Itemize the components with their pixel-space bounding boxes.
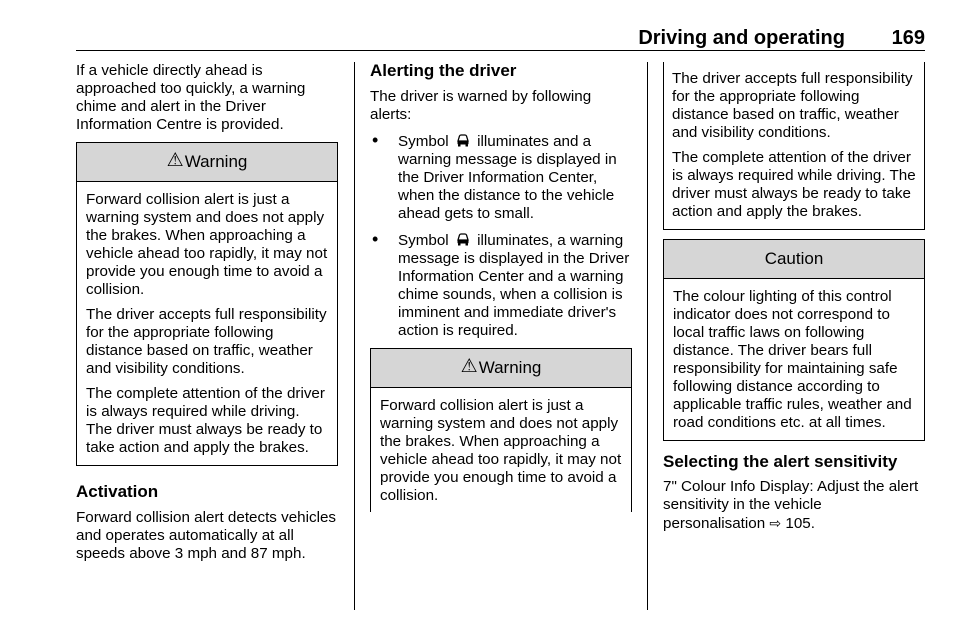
warning-box: ⚠ Warning Forward collision alert is jus… [76, 142, 338, 466]
page-header: Driving and operating 169 [76, 22, 925, 51]
alert-list: • Symbol illuminates and a warning messa… [370, 130, 632, 340]
warning-box-body: Forward collision alert is just a warnin… [77, 182, 337, 465]
caution-paragraph: The colour lighting of this control indi… [673, 288, 912, 431]
section-title: Driving and operating [638, 27, 845, 49]
warning-paragraph: The driver accepts full responsibility f… [86, 306, 327, 377]
symbol-label: Symbol [398, 133, 449, 150]
alerting-heading: Alerting the driver [370, 61, 517, 80]
warning-title: Warning [478, 358, 542, 377]
bullet-icon: • [372, 130, 379, 150]
warning-paragraph: The driver accepts full responsibility f… [672, 70, 913, 141]
warning-box-header: ⚠ Warning [77, 143, 337, 182]
bullet-text: illuminates, a warning message is displa… [398, 232, 630, 339]
warning-triangle-icon: ⚠ [166, 150, 184, 171]
page-reference-link[interactable]: 105. [785, 515, 815, 532]
caution-title: Caution [764, 249, 824, 268]
sensitivity-paragraph: 7" Colour Info Display: Adjust the alert… [663, 478, 925, 533]
warning-paragraph: The complete attention of the driver is … [672, 149, 916, 220]
bullet-text: illuminates and a warning message is dis… [398, 133, 617, 222]
warning-box-continued: The driver accepts full responsibility f… [663, 62, 925, 230]
sensitivity-heading: Selecting the alert sensitivity [663, 452, 898, 471]
activation-heading: Activation [76, 482, 159, 501]
column-1: If a vehicle directly ahead is approache… [76, 62, 338, 563]
warning-title: Warning [184, 152, 248, 171]
list-item: • Symbol illuminates and a warning messa… [370, 130, 632, 223]
column-divider [354, 62, 355, 610]
page-reference-arrow-icon: ⇨ [769, 515, 782, 531]
warning-paragraph: Forward collision alert is just a warnin… [380, 397, 622, 504]
warning-triangle-icon: ⚠ [460, 356, 478, 377]
caution-box-header: Caution [664, 240, 924, 279]
caution-box: Caution The colour lighting of this cont… [663, 239, 925, 441]
intro-paragraph: If a vehicle directly ahead is approache… [76, 62, 306, 133]
bullet-icon: • [372, 229, 379, 249]
alerting-lead: The driver is warned by following alerts… [370, 88, 592, 123]
vehicle-ahead-icon [457, 134, 469, 147]
sensitivity-text: 7" Colour Info Display: Adjust the alert… [663, 478, 919, 532]
header-rule [76, 50, 925, 51]
activation-paragraph: Forward collision alert detects vehicles… [76, 509, 336, 562]
list-item: • Symbol illuminates, a warning message … [370, 229, 632, 340]
column-divider [647, 62, 648, 610]
warning-box: ⚠ Warning Forward collision alert is jus… [370, 348, 632, 512]
symbol-label: Symbol [398, 232, 449, 249]
caution-box-body: The colour lighting of this control indi… [664, 279, 924, 440]
warning-box-body: Forward collision alert is just a warnin… [371, 388, 631, 513]
column-3: The driver accepts full responsibility f… [663, 62, 925, 533]
column-2: Alerting the driver The driver is warned… [370, 62, 632, 512]
warning-box-header: ⚠ Warning [371, 349, 631, 388]
warning-paragraph: The complete attention of the driver is … [86, 385, 325, 456]
vehicle-ahead-icon [457, 233, 469, 246]
warning-paragraph: Forward collision alert is just a warnin… [86, 191, 328, 298]
page-number: 169 [891, 27, 925, 49]
